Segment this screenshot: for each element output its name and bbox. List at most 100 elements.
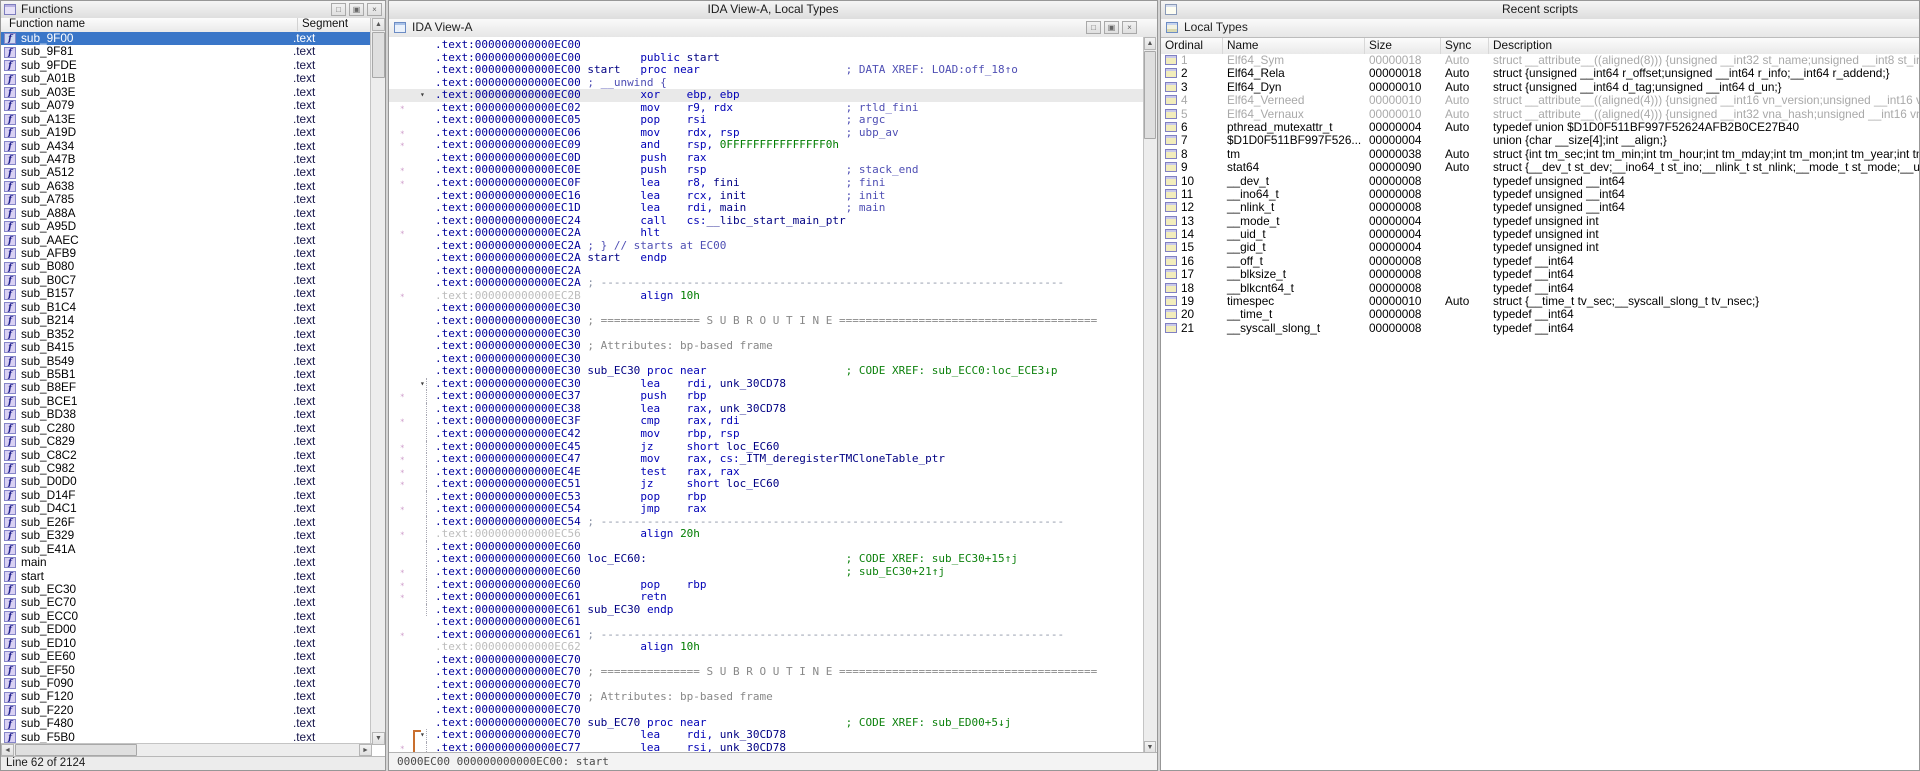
disassembly-line[interactable]: .text:000000000000EC54 ; ---------------…: [389, 515, 1144, 529]
disassembly-line[interactable]: ▾.text:000000000000EC00 xor ebp, ebp: [389, 88, 1144, 102]
disassembly-vscrollbar[interactable]: ▲ ▼: [1143, 37, 1157, 754]
disassembly-line[interactable]: .text:000000000000EC70: [389, 653, 1144, 667]
disassembly-line[interactable]: .text:000000000000EC70 sub_EC70 proc nea…: [389, 716, 1144, 730]
disassembly-line[interactable]: .text:000000000000EC61 sub_EC30 endp: [389, 603, 1144, 617]
disassembly-vscroll-thumb[interactable]: [1144, 51, 1156, 139]
recent-scripts-titlebar[interactable]: Recent scripts: [1161, 1, 1919, 20]
disassembly-line[interactable]: .text:000000000000EC00 start proc near ;…: [389, 63, 1144, 77]
functions-vscroll-thumb[interactable]: [372, 32, 385, 78]
disassembly-line[interactable]: .text:000000000000EC2A: [389, 264, 1144, 278]
disassembly-line[interactable]: .text:000000000000EC24 call cs:__libc_st…: [389, 214, 1144, 228]
disassembly-titlebar[interactable]: IDA View-A, Local Types: [389, 1, 1157, 20]
functions-titlebar[interactable]: Functions □ ▣ ×: [1, 1, 385, 20]
view-maximize-button[interactable]: ▣: [1104, 21, 1119, 34]
column-segment[interactable]: Segment: [297, 18, 377, 31]
disassembly-line[interactable]: ∗.text:000000000000EC54 jmp rax: [389, 502, 1144, 516]
disassembly-line[interactable]: .text:000000000000EC2A start endp: [389, 252, 1144, 265]
scroll-right-icon[interactable]: ►: [359, 744, 372, 756]
disassembly-line[interactable]: .text:000000000000EC00: [389, 38, 1144, 52]
disassembly-line[interactable]: .text:000000000000EC61: [389, 615, 1144, 629]
disassembly-line[interactable]: .text:000000000000EC38 lea rax, unk_30CD…: [389, 402, 1144, 416]
disassembly-line[interactable]: ∗.text:000000000000EC61 retn: [389, 590, 1144, 604]
scroll-down-icon[interactable]: ▼: [372, 732, 385, 745]
disassembly-line[interactable]: .text:000000000000EC05 pop rsi ; argc: [389, 114, 1144, 127]
functions-hscroll-thumb[interactable]: [15, 744, 137, 756]
ida-view-a-tab[interactable]: IDA View-A □ ▣ ×: [389, 19, 1157, 38]
disassembly-line[interactable]: .text:000000000000EC70: [389, 703, 1144, 717]
disassembly-line[interactable]: .text:000000000000EC30 ; ===============…: [389, 314, 1144, 328]
disassembly-listing[interactable]: .text:000000000000EC00 .text:000000000000…: [389, 37, 1144, 754]
disassembly-line[interactable]: .text:000000000000EC62 align 10h: [389, 640, 1144, 654]
disassembly-line[interactable]: ▾.text:000000000000EC30 lea rdi, unk_30C…: [389, 377, 1144, 391]
disassembly-line[interactable]: .text:000000000000EC30: [389, 302, 1144, 315]
disassembly-line[interactable]: ∗.text:000000000000EC02 mov r9, rdx ; rt…: [389, 101, 1144, 115]
disassembly-line[interactable]: .text:000000000000EC42 mov rbp, rsp: [389, 427, 1144, 441]
column-size[interactable]: Size: [1365, 38, 1441, 54]
disassembly-line[interactable]: .text:000000000000EC2A ; ---------------…: [389, 277, 1144, 290]
functions-vscrollbar[interactable]: ▲ ▼: [370, 18, 385, 745]
disassembly-line[interactable]: .text:000000000000EC60: [389, 540, 1144, 554]
disassembly-line[interactable]: ∗.text:000000000000EC60 ; sub_EC30+21↑j: [389, 565, 1144, 579]
disassembly-line[interactable]: ∗.text:000000000000EC51 jz short loc_EC6…: [389, 477, 1144, 491]
disassembly-line[interactable]: .text:000000000000EC53 pop rbp: [389, 490, 1144, 504]
disassembly-line[interactable]: ∗.text:000000000000EC47 mov rax, cs:_ITM…: [389, 452, 1144, 466]
functions-restore-button[interactable]: □: [331, 3, 346, 16]
view-close-button[interactable]: ×: [1122, 21, 1137, 34]
view-restore-button[interactable]: □: [1086, 21, 1101, 34]
column-description[interactable]: Description: [1493, 38, 1553, 52]
disassembly-line[interactable]: .text:000000000000EC70: [389, 678, 1144, 692]
